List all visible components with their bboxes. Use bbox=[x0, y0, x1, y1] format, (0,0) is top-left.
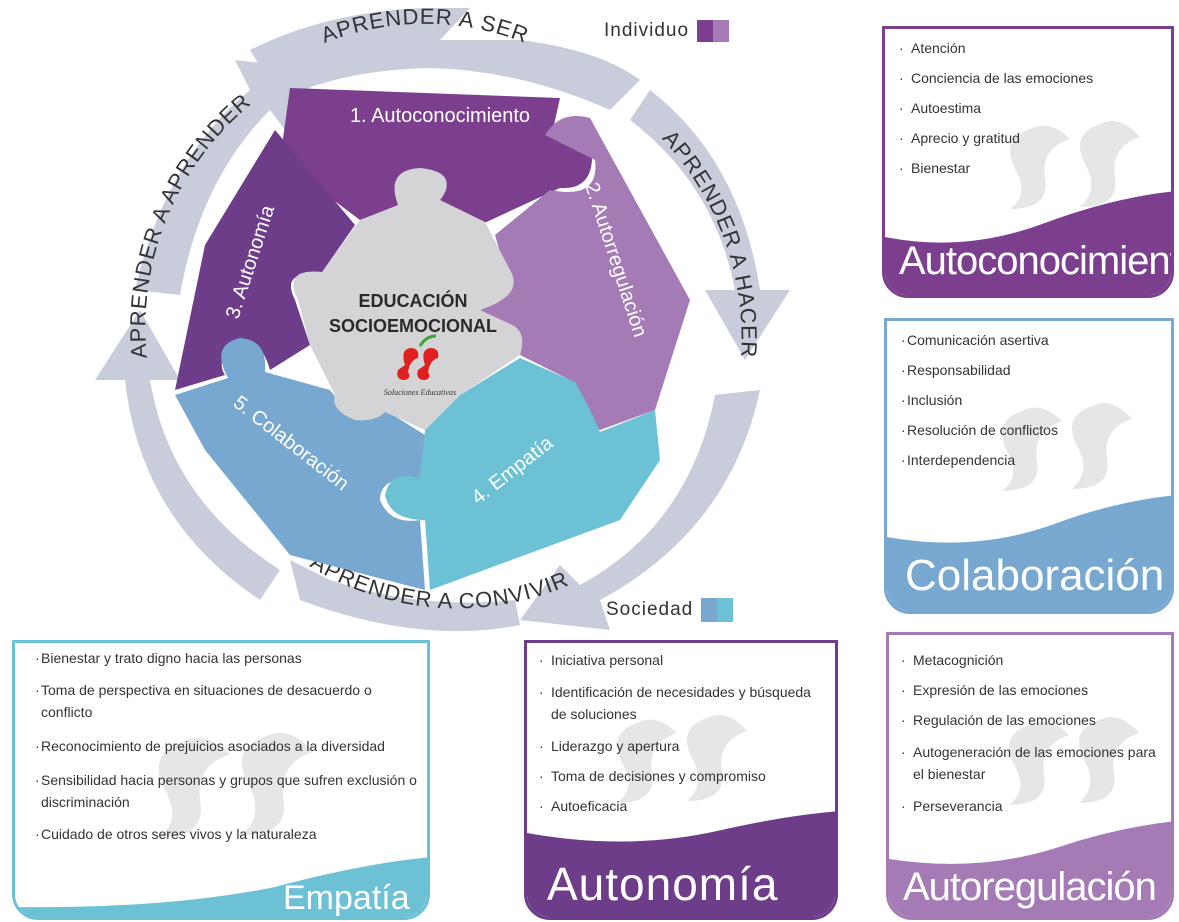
watermark-logo-icon bbox=[158, 732, 314, 838]
list-item: ·Atención bbox=[899, 40, 966, 56]
list-item: ·Reconocimiento de prejuicios asociados … bbox=[35, 738, 385, 754]
ring-arrow-hacer bbox=[630, 90, 790, 360]
center-title-line1: EDUCACIÓN bbox=[358, 290, 467, 311]
card-colaboracion: ·Comunicación asertiva ·Responsabilidad … bbox=[884, 318, 1174, 614]
legend-sociedad-label: Sociedad bbox=[606, 599, 694, 620]
piece-autonomia bbox=[175, 130, 355, 390]
ring-arrow-convivir-2 bbox=[290, 560, 520, 632]
card-title: Autoconocimiento bbox=[899, 239, 1174, 283]
watermark-logo-icon bbox=[1009, 716, 1139, 805]
brand-logo-text: Soluciones Educativas bbox=[384, 388, 456, 397]
list-item: ·Comunicación asertiva bbox=[901, 332, 1049, 348]
legend-sociedad-swatch bbox=[701, 598, 734, 622]
list-item: ·Metacognición bbox=[901, 652, 1004, 668]
legend-sociedad: Sociedad bbox=[606, 598, 734, 622]
list-item: ·Liderazgo y apertura bbox=[539, 738, 680, 754]
ring-arrow-aprender-2 bbox=[135, 60, 320, 295]
list-item: ·Perseverancia bbox=[901, 798, 1003, 814]
list-item: ·Toma de perspectiva en situaciones de d… bbox=[35, 682, 372, 720]
list-item: ·Sensibilidad hacia personas y grupos qu… bbox=[35, 772, 417, 810]
list-item: ·Inclusión bbox=[901, 392, 963, 408]
card-title: Autoregulación bbox=[903, 865, 1157, 909]
piece-colaboracion bbox=[175, 338, 425, 590]
legend-individuo-label: Individuo bbox=[604, 20, 690, 41]
legend-individuo: Individuo bbox=[604, 20, 730, 42]
card-title: Autonomía bbox=[547, 858, 779, 910]
list-item: ·Interdependencia bbox=[901, 452, 1016, 468]
list-item: ·Bienestar y trato digno hacia las perso… bbox=[35, 650, 302, 666]
list-item: ·Cuidado de otros seres vivos y la natur… bbox=[35, 826, 317, 842]
legend-individuo-swatch bbox=[697, 20, 730, 42]
card-autoregulacion: ·Metacognición ·Expresión de las emocion… bbox=[886, 632, 1174, 920]
list-item: ·Autoestima bbox=[899, 100, 982, 116]
brand-logo-icon: Soluciones Educativas bbox=[384, 334, 456, 397]
ring-arrow-ser bbox=[250, 8, 640, 110]
list-item: ·Autoeficacia bbox=[539, 798, 628, 814]
piece-label-autoconocimiento: 1. Autoconocimiento bbox=[350, 105, 530, 127]
card-empatia: ·Bienestar y trato digno hacia las perso… bbox=[12, 640, 430, 920]
list-item: ·Conciencia de las emociones bbox=[899, 70, 1094, 86]
card-title: Empatía bbox=[283, 879, 410, 917]
watermark-logo-icon bbox=[617, 714, 747, 803]
list-item: ·Expresión de las emociones bbox=[901, 682, 1089, 698]
card-autoconocimiento: ·Atención ·Conciencia de las emociones ·… bbox=[882, 26, 1174, 298]
ring-arrow-convivir bbox=[520, 390, 760, 630]
list-item: ·Toma de decisiones y compromiso bbox=[539, 768, 766, 784]
piece-empatia bbox=[385, 358, 660, 590]
piece-autorregulacion bbox=[480, 116, 690, 430]
list-item: ·Autogeneración de las emociones para el… bbox=[901, 744, 1156, 782]
list-item: ·Identificación de necesidades y búsqued… bbox=[539, 684, 811, 722]
piece-center bbox=[293, 168, 523, 430]
card-title: Colaboración bbox=[905, 551, 1165, 600]
list-item: ·Iniciativa personal bbox=[539, 652, 664, 668]
watermark-logo-icon bbox=[1010, 120, 1140, 209]
learning-ring bbox=[95, 8, 790, 632]
watermark-logo-icon bbox=[1002, 402, 1132, 491]
list-item: ·Responsabilidad bbox=[901, 362, 1011, 378]
list-item: ·Resolución de conflictos bbox=[901, 422, 1058, 438]
card-autonomia: ·Iniciativa personal ·Identificación de … bbox=[524, 640, 838, 920]
list-item: ·Regulación de las emociones bbox=[901, 712, 1096, 728]
center-title-line2: SOCIOEMOCIONAL bbox=[329, 316, 497, 336]
list-item: ·Bienestar bbox=[899, 160, 971, 176]
list-item: ·Aprecio y gratitud bbox=[899, 130, 1020, 146]
piece-autoconocimiento bbox=[280, 88, 592, 225]
socioemotional-diagram: APRENDER A SER APRENDER A HACER APRENDER… bbox=[95, 4, 790, 632]
ring-arrow-aprender bbox=[95, 310, 280, 600]
